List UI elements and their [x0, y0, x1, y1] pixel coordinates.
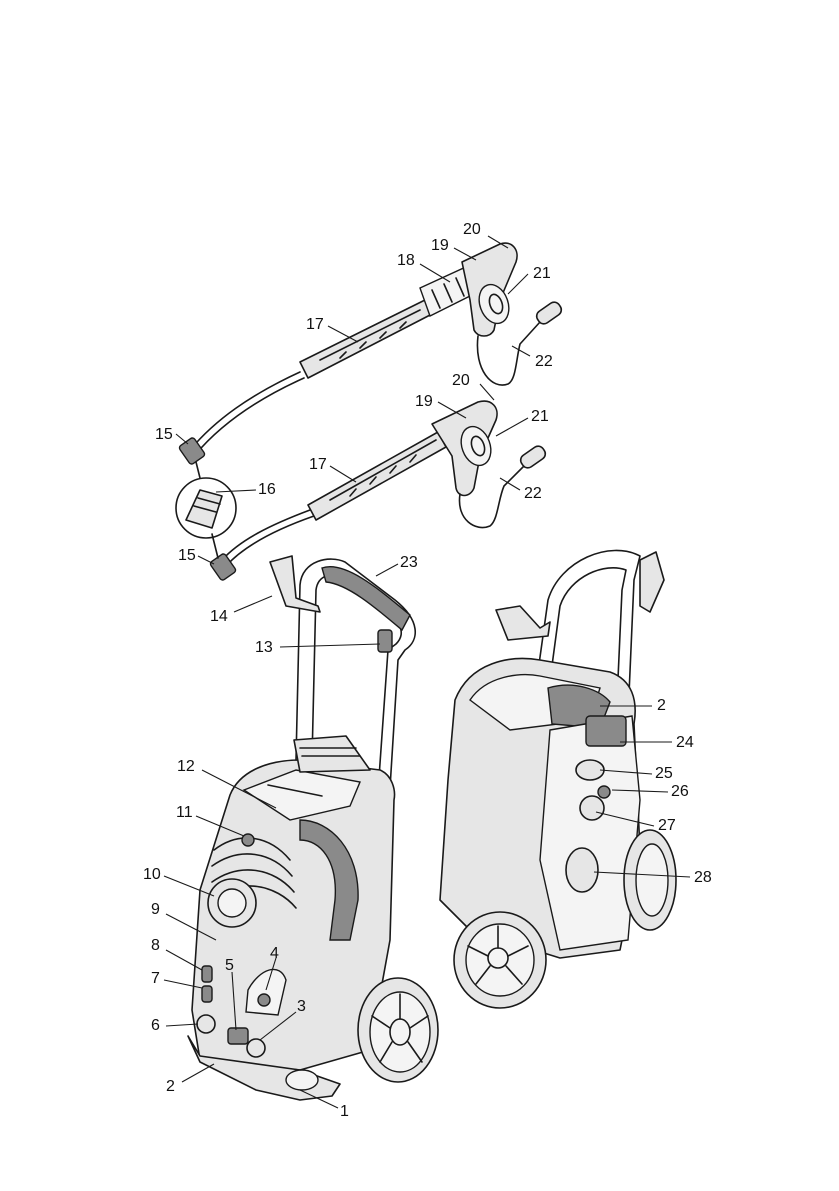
callout-12: 12 — [177, 758, 195, 775]
leader-lines — [163, 235, 691, 1109]
machine-front-view — [187, 555, 439, 1101]
callout-26: 26 — [671, 783, 689, 800]
callout-16: 16 — [258, 481, 276, 498]
callout-9: 9 — [151, 901, 160, 918]
callout-24: 24 — [676, 734, 694, 751]
callout-6: 6 — [151, 1017, 160, 1034]
callout-20: 20 — [463, 221, 481, 238]
callout-23: 23 — [400, 554, 418, 571]
callout-18: 18 — [397, 252, 415, 269]
callout-15: 15 — [178, 547, 196, 564]
callout-14: 14 — [210, 608, 228, 625]
callout-15: 15 — [155, 426, 173, 443]
callout-27: 27 — [658, 817, 676, 834]
callout-22: 22 — [535, 353, 553, 370]
callout-7: 7 — [151, 970, 160, 987]
callout-17: 17 — [306, 316, 324, 333]
callout-19: 19 — [431, 237, 449, 254]
callout-28: 28 — [694, 869, 712, 886]
callout-17: 17 — [309, 456, 327, 473]
callout-13: 13 — [255, 639, 273, 656]
callout-2-front: 2 — [166, 1078, 175, 1095]
machine-rear-view — [439, 549, 677, 1009]
callout-21: 21 — [533, 265, 551, 282]
callout-labels: 20 19 18 21 17 22 20 19 21 15 17 16 22 1… — [143, 221, 712, 1120]
callout-4: 4 — [270, 945, 279, 962]
callout-8: 8 — [151, 937, 160, 954]
detail-magnifier — [175, 461, 237, 559]
callout-1: 1 — [340, 1103, 349, 1120]
callout-21: 21 — [531, 408, 549, 425]
spray-gun-upper — [178, 242, 563, 465]
callout-5: 5 — [225, 957, 234, 974]
callout-2-rear: 2 — [657, 697, 666, 714]
callout-19: 19 — [415, 393, 433, 410]
callout-25: 25 — [655, 765, 673, 782]
callout-22: 22 — [524, 485, 542, 502]
callout-3: 3 — [297, 998, 306, 1015]
callout-10: 10 — [143, 866, 161, 883]
callout-11: 11 — [176, 804, 193, 821]
callout-20: 20 — [452, 372, 470, 389]
spray-gun-lower — [209, 400, 547, 581]
